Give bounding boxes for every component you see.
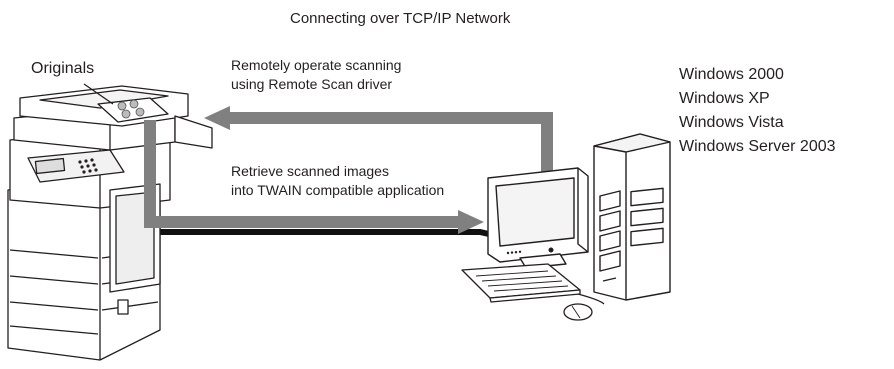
mouse-icon: [563, 293, 605, 321]
remote-scan-label-line-2: using Remote Scan driver: [231, 76, 393, 92]
os-list: Windows 2000 Windows XP Windows Vista Wi…: [679, 63, 836, 159]
mfp-icon: [7, 85, 213, 361]
keyboard-icon: [461, 263, 581, 303]
retrieve-label: Retrieve scanned images into TWAIN compa…: [231, 162, 444, 200]
retrieve-arrow: [144, 120, 484, 234]
remote-scan-label: Remotely operate scanning using Remote S…: [231, 56, 401, 94]
network-cable: [152, 229, 507, 241]
monitor-icon: [487, 167, 589, 269]
diagram-title: Connecting over TCP/IP Network: [290, 10, 511, 27]
os-item-windows-xp: Windows XP: [679, 90, 770, 107]
pc-tower-icon: [593, 133, 671, 301]
remote-scan-arrow: [204, 106, 553, 182]
remote-scan-label-line-1: Remotely operate scanning: [231, 57, 402, 73]
os-item-windows-server-2003: Windows Server 2003: [679, 138, 836, 155]
originals-pointer: [83, 83, 114, 105]
os-item-windows-2000: Windows 2000: [679, 66, 784, 83]
originals-label: Originals: [31, 60, 95, 77]
os-item-windows-vista: Windows Vista: [679, 114, 784, 131]
retrieve-label-line-2: into TWAIN compatible application: [231, 182, 445, 198]
retrieve-label-line-1: Retrieve scanned images: [231, 163, 389, 179]
